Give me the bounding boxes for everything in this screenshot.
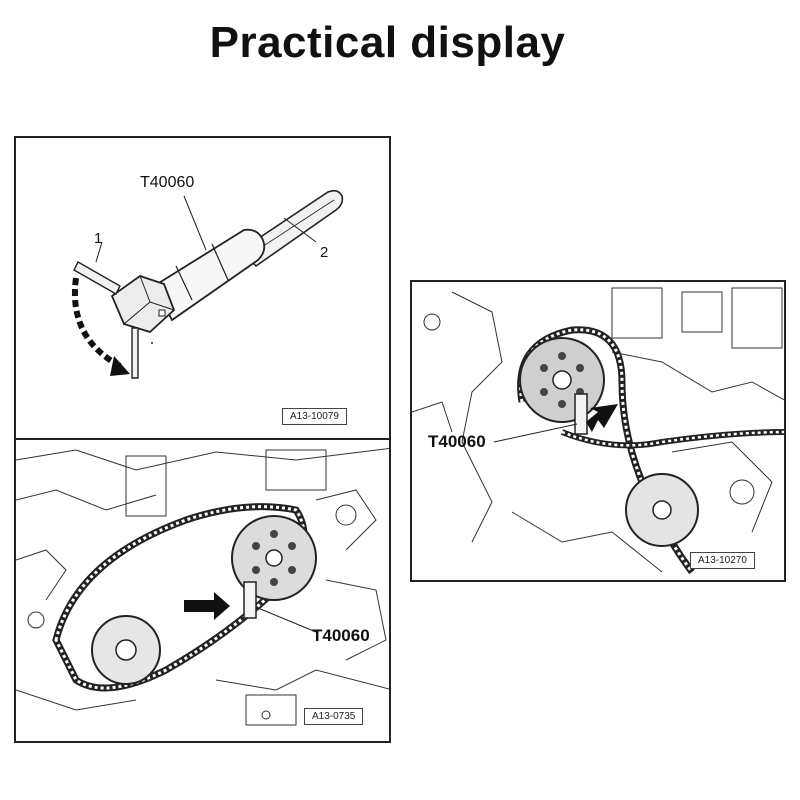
tool-callout-label: T40060 xyxy=(312,626,370,645)
part-1-label: 1 xyxy=(94,230,103,247)
tool-drawing xyxy=(72,189,344,379)
tool-callout-label: T40060 xyxy=(428,432,486,451)
reference-code: A13-0735 xyxy=(304,708,364,725)
engine-drawing-bottom xyxy=(16,447,389,726)
engine-diagram-panel-right: T40060 A13-10270 xyxy=(410,280,786,582)
tool-label: T40060 xyxy=(140,174,195,191)
part-2-label: 2 xyxy=(320,244,329,261)
reference-code: A13-10079 xyxy=(282,408,347,425)
engine-diagram-panel-bottom: T40060 A13-0735 xyxy=(14,438,391,743)
tool-illustration-panel: T40060 1 2 A13-10079 xyxy=(14,136,391,440)
reference-code: A13-10270 xyxy=(690,552,755,569)
page-title: Practical display xyxy=(209,18,566,67)
engine-drawing-right xyxy=(412,287,784,575)
